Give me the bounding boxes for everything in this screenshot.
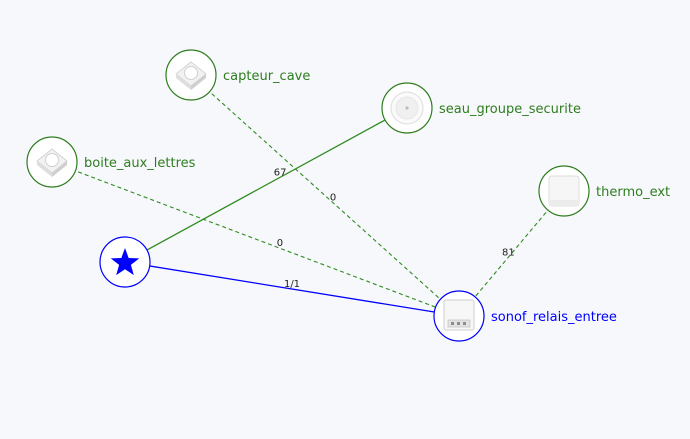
node-sonof_relais_entree[interactable]: sonof_relais_entree xyxy=(433,290,617,342)
link-boite_aux_lettres-sonof_relais_entree: 0 xyxy=(51,161,460,317)
links-layer: 67 1/1 0 0 81 xyxy=(51,74,565,317)
link-line xyxy=(51,161,460,317)
link-line xyxy=(458,190,565,317)
link-capteur_cave-sonof_relais_entree: 0 xyxy=(190,74,460,317)
link-label: 81 xyxy=(502,247,515,258)
link-coordinator-sonof_relais_entree: 1/1 xyxy=(124,261,460,317)
node-coordinator[interactable] xyxy=(99,236,151,288)
node-label: seau_groupe_securite xyxy=(439,102,581,117)
node-thermo_ext[interactable]: thermo_ext xyxy=(538,165,670,217)
node-seau_groupe_securite[interactable]: seau_groupe_securite xyxy=(381,82,581,134)
node-label: boite_aux_lettres xyxy=(84,156,196,171)
star-icon xyxy=(110,248,140,276)
node-label: capteur_cave xyxy=(223,69,310,84)
link-line xyxy=(124,107,408,263)
nodes-layer: capteur_cave seau_groupe_securite boite_au… xyxy=(26,49,670,342)
link-label: 0 xyxy=(330,193,336,204)
node-label: sonof_relais_entree xyxy=(491,310,617,325)
motion-sensor-icon xyxy=(36,148,68,177)
link-thermo_ext-sonof_relais_entree: 81 xyxy=(458,190,565,317)
link-line xyxy=(124,261,460,317)
node-boite_aux_lettres[interactable]: boite_aux_lettres xyxy=(26,136,196,188)
link-coordinator-seau_groupe_securite: 67 xyxy=(124,107,408,263)
round-button-icon xyxy=(390,91,424,125)
link-label: 0 xyxy=(277,238,283,249)
link-label: 67 xyxy=(274,167,287,178)
square-sensor-icon xyxy=(548,175,580,207)
node-capteur_cave[interactable]: capteur_cave xyxy=(165,49,310,101)
motion-sensor-icon xyxy=(175,61,207,90)
node-label: thermo_ext xyxy=(596,185,670,200)
link-label: 1/1 xyxy=(284,279,300,290)
relay-module-icon xyxy=(443,299,475,331)
